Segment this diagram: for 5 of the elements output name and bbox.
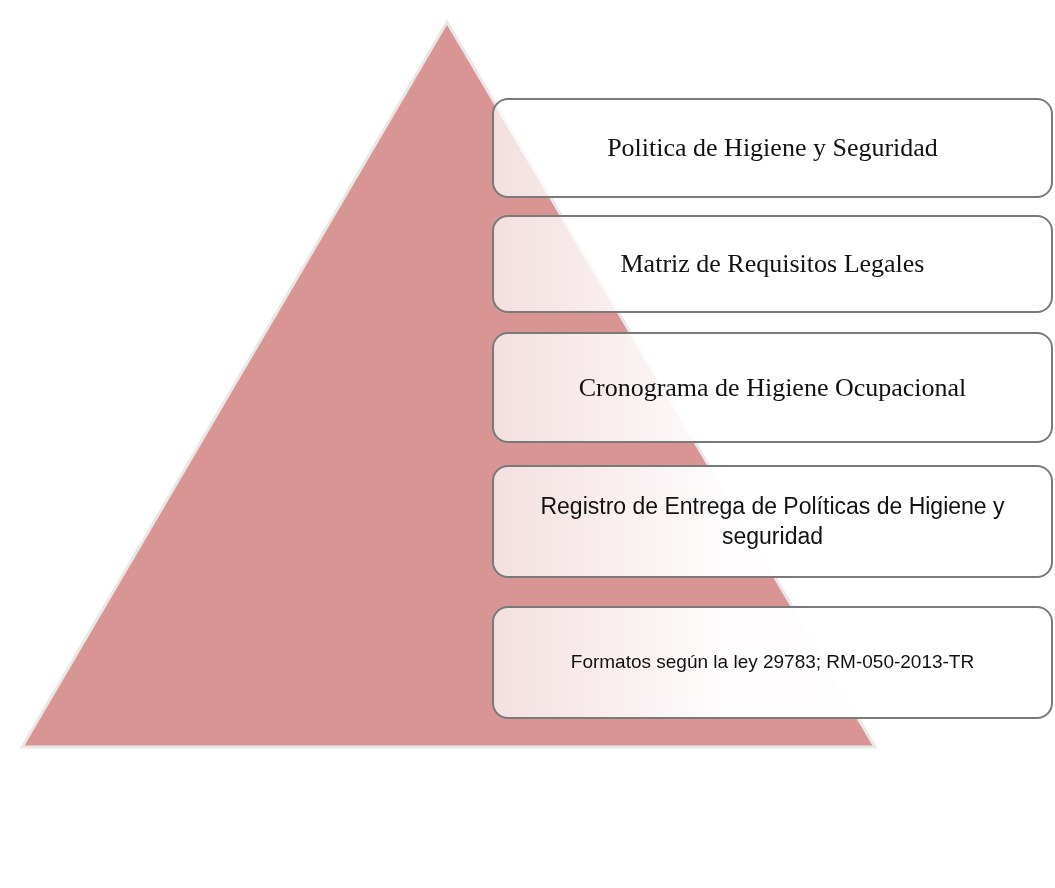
level-box: Cronograma de Higiene Ocupacional — [492, 332, 1053, 443]
level-box: Registro de Entrega de Políticas de Higiene y seguridad — [492, 465, 1053, 578]
level-box: Politica de Higiene y Seguridad — [492, 98, 1053, 198]
level-box: Formatos según la ley 29783; RM-050-2013-TR — [492, 606, 1053, 719]
level-box: Matriz de Requisitos Legales — [492, 215, 1053, 313]
